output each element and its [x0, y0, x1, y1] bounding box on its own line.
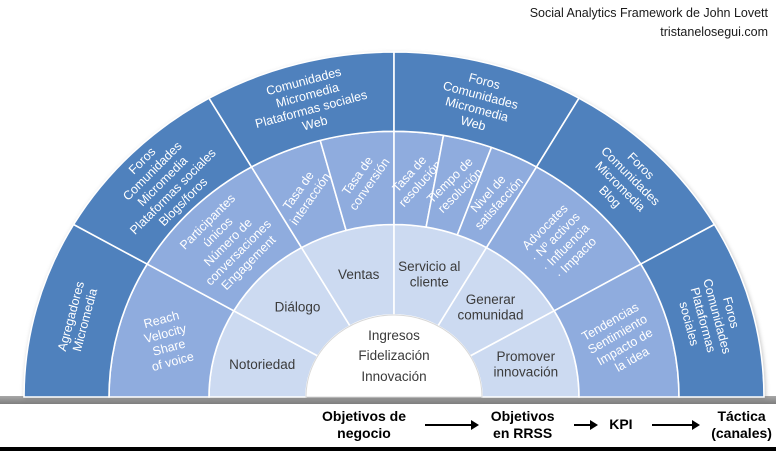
center-semicircle [305, 314, 483, 398]
process-axis: Objetivos de negocio Objetivos en RRSS K… [322, 404, 772, 446]
center-label: Ingresos Fidelización Innovación [358, 328, 430, 384]
ring1-sector-0-label: Notoriedad [229, 357, 295, 372]
page-header: Social Analytics Framework de John Lovet… [530, 4, 768, 42]
baseline-bar [0, 396, 776, 404]
bottom-divider-line [0, 447, 776, 451]
axis-step-tactica: Táctica (canales) [711, 407, 772, 442]
axis-step-objetivos-rrss: Objetivos en RRSS [490, 407, 555, 442]
page-title: Social Analytics Framework de John Lovet… [529, 6, 768, 20]
ring1-sector-2-label: Ventas [338, 267, 380, 282]
ring1-sector-1-label: Diálogo [275, 300, 321, 315]
ring3-sector-5 [639, 223, 765, 398]
axis-step-kpi: KPI [609, 416, 633, 433]
arrow-right-icon [651, 420, 700, 430]
ring3-sector-5-label: ForosComunidadesPlataformassociales [672, 273, 748, 362]
ring3-sector-0-label: AgregadoresMicromedia [55, 280, 101, 357]
page-subtitle: tristanelosegui.com [660, 24, 768, 39]
arrow-right-icon [425, 420, 480, 430]
axis-step-objetivos-negocio: Objetivos de negocio [322, 407, 407, 442]
arrow-right-icon [573, 420, 598, 430]
